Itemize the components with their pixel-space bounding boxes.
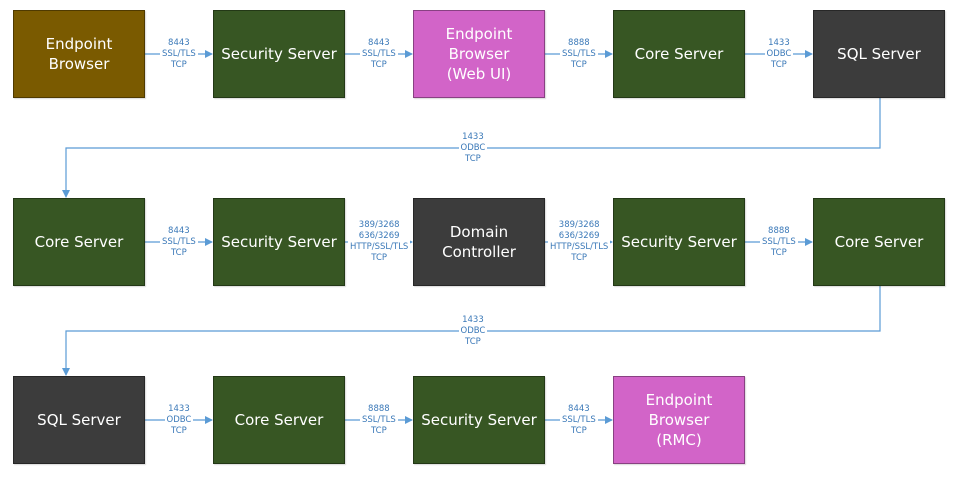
connector-label: 8443 SSL/TLS TCP <box>160 225 198 259</box>
node-r1-core-server: Core Server <box>613 10 745 98</box>
node-r3-security-server: Security Server <box>413 376 545 464</box>
node-r2-domain-controller: Domain Controller <box>413 198 545 286</box>
connector-label: 1433 ODBC TCP <box>458 314 488 348</box>
node-r3-core-server: Core Server <box>213 376 345 464</box>
connector-label: 1433 ODBC TCP <box>164 403 194 437</box>
connector-label: 8888 SSL/TLS TCP <box>560 37 598 71</box>
connector-label: 8443 SSL/TLS TCP <box>360 37 398 71</box>
node-r2-core-server: Core Server <box>13 198 145 286</box>
node-r3-endpoint-browser-rmc: Endpoint Browser (RMC) <box>613 376 745 464</box>
connector-label: 8443 SSL/TLS TCP <box>560 403 598 437</box>
node-r2-core-server-2: Core Server <box>813 198 945 286</box>
node-r2-security-server: Security Server <box>213 198 345 286</box>
node-r1-endpoint-browser: Endpoint Browser <box>13 10 145 98</box>
connector-label: 389/3268 636/3269 HTTP/SSL/TLS TCP <box>348 220 411 264</box>
node-r1-sql-server: SQL Server <box>813 10 945 98</box>
node-r1-security-server: Security Server <box>213 10 345 98</box>
node-r3-sql-server: SQL Server <box>13 376 145 464</box>
connector-label: 8443 SSL/TLS TCP <box>160 37 198 71</box>
node-r1-endpoint-browser-web-ui: Endpoint Browser (Web UI) <box>413 10 545 98</box>
connector-label: 389/3268 636/3269 HTTP/SSL/TLS TCP <box>548 220 611 264</box>
connector-label: 8888 SSL/TLS TCP <box>760 225 798 259</box>
connector-label: 1433 ODBC TCP <box>458 131 488 165</box>
connector-label: 8888 SSL/TLS TCP <box>360 403 398 437</box>
connector-label: 1433 ODBC TCP <box>764 37 794 71</box>
node-r2-security-server-2: Security Server <box>613 198 745 286</box>
